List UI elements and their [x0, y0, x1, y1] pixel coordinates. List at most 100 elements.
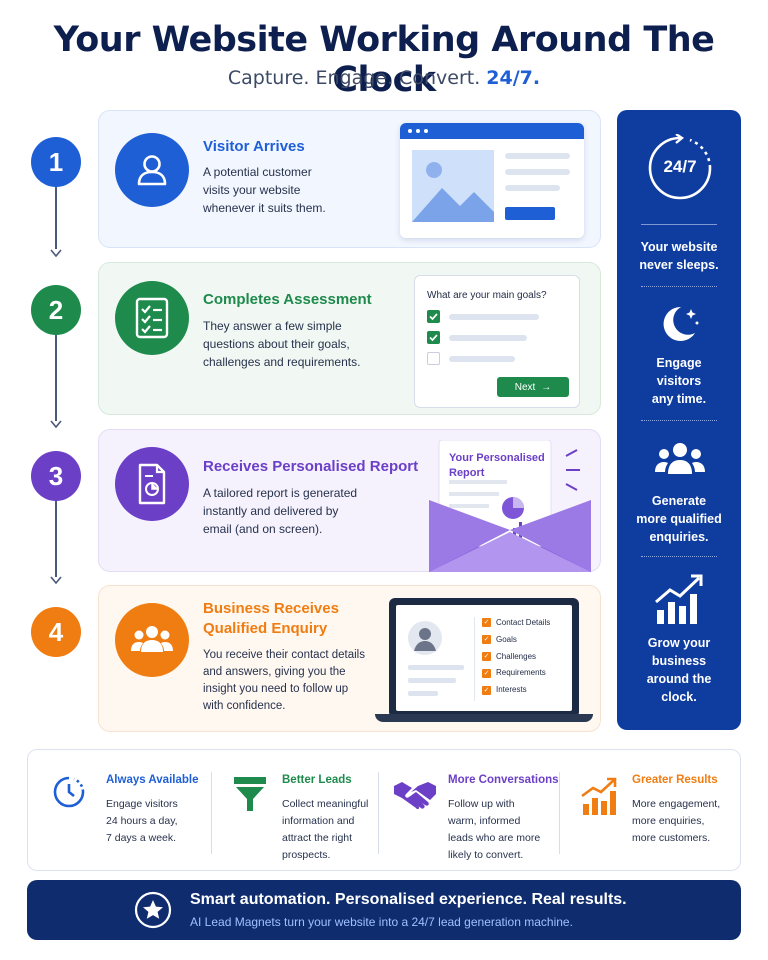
step-title: Receives Personalised Report [203, 458, 419, 475]
benefit-desc-line: Follow up with [448, 798, 515, 810]
step-title: Business Receives Qualified Enquiry [203, 599, 339, 639]
step-desc-line: You receive their contact details [203, 649, 365, 661]
sidebar-text: around the [646, 672, 712, 686]
step-desc-line: instantly and delivered by [203, 504, 339, 518]
benefit-desc-line: 7 days a week. [106, 832, 177, 844]
step-desc-line: They answer a few simple [203, 319, 342, 333]
check-icon: ✓ [482, 668, 491, 678]
checkbox-unchecked[interactable] [427, 352, 440, 365]
step-desc-line: visits your website [203, 183, 301, 197]
people-icon [655, 443, 705, 474]
moon-icon [663, 306, 699, 341]
checklist-icon [115, 281, 189, 355]
list-item: ✓Goals [482, 634, 517, 645]
benefit-title: Greater Results [632, 774, 718, 786]
step-title: Completes Assessment [203, 291, 372, 308]
step-desc-line: insight you need to follow up [203, 683, 349, 695]
image-placeholder-icon [412, 150, 494, 222]
page-subtitle: Capture. Engage. Convert. 24/7. [0, 67, 768, 89]
list-item: ✓Interests [482, 685, 527, 695]
next-button-label: Next [514, 381, 536, 393]
subtitle-plain: Capture. Engage. Convert. [227, 67, 481, 89]
benefit-title: Better Leads [282, 774, 352, 786]
form-question: What are your main goals? [427, 290, 547, 301]
footer-subtext: AI Lead Magnets turn your website into a… [190, 915, 573, 929]
connector-line-1 [55, 187, 57, 249]
divider [559, 772, 560, 854]
connector-arrow-3 [50, 576, 62, 584]
divider [641, 556, 717, 557]
enquiry-details-list: ✓Contact Details ✓Goals ✓Challenges ✓Req… [482, 615, 550, 699]
benefit-desc-line: information and [282, 815, 355, 827]
laptop-base [375, 714, 593, 722]
report-icon [115, 447, 189, 521]
step-title-line: Business Receives [203, 600, 339, 617]
divider [211, 772, 212, 854]
avatar-icon [408, 621, 442, 655]
sidebar-text: visitors [656, 374, 702, 388]
benefit-desc-line: Engage visitors [106, 798, 178, 810]
benefit-desc-line: warm, informed [448, 815, 521, 827]
benefit-desc-line: more enquiries, [632, 815, 705, 827]
step-title: Visitor Arrives [203, 138, 305, 155]
step-desc-line: email (and on screen). [203, 522, 323, 536]
step-desc-line: with confidence. [203, 700, 286, 712]
step-desc-line: challenges and requirements. [203, 355, 361, 369]
envelope-report-illustration [429, 440, 591, 572]
benefit-desc-line: more customers. [632, 832, 711, 844]
benefits-strip: Always Available Engage visitors 24 hour… [27, 749, 741, 871]
benefit-desc-line: leads who are more [448, 832, 541, 844]
subtitle-accent: 24/7. [486, 67, 541, 89]
sidebar-text: Grow your [647, 636, 711, 650]
divider [641, 286, 717, 287]
benefit-title: Always Available [106, 774, 199, 786]
divider [378, 772, 379, 854]
footer-headline: Smart automation. Personalised experienc… [190, 891, 627, 908]
page-title: Your Website Working Around The Clock [53, 20, 715, 100]
check-icon: ✓ [482, 635, 491, 645]
step-title-line: Qualified Enquiry [203, 620, 328, 637]
sidebar-text: Your website [640, 240, 718, 254]
browser-window-illustration [400, 123, 584, 238]
benefit-desc-line: attract the right [282, 832, 353, 844]
sidebar-text: Generate [651, 494, 707, 508]
check-icon: ✓ [482, 685, 491, 695]
sidebar-panel: 24/7 Your website never sleeps. Engage v… [617, 110, 741, 730]
laptop-illustration: ✓Contact Details ✓Goals ✓Challenges ✓Req… [389, 598, 579, 718]
assessment-form-illustration: What are your main goals? Next → [414, 275, 580, 408]
checkbox-checked[interactable] [427, 331, 440, 344]
star-icon [134, 891, 172, 929]
team-icon [115, 603, 189, 677]
checkbox-checked[interactable] [427, 310, 440, 323]
sidebar-text: never sleeps. [639, 258, 719, 272]
next-button[interactable]: Next → [497, 377, 569, 397]
benefit-desc-line: 24 hours a day, [106, 815, 178, 827]
connector-arrow-2 [50, 420, 62, 428]
connector-line-2 [55, 335, 57, 421]
sidebar-text: clock. [661, 690, 697, 704]
step-card-business-enquiry: Business Receives Qualified Enquiry You … [98, 585, 601, 732]
step-desc-line: and answers, giving you the [203, 666, 346, 678]
connector-line-3 [55, 501, 57, 577]
bar-chart-icon [581, 777, 617, 815]
step-card-completes-assessment: Completes Assessment They answer a few s… [98, 262, 601, 415]
clock-label: 24/7 [663, 157, 697, 176]
user-icon [115, 133, 189, 207]
list-item: ✓Requirements [482, 668, 546, 678]
funnel-icon [234, 777, 266, 811]
check-icon: ✓ [482, 651, 491, 661]
divider [641, 420, 717, 421]
divider [641, 224, 717, 225]
benefit-desc-line: likely to convert. [448, 849, 524, 861]
benefit-title: More Conversations [448, 774, 559, 786]
footer-banner: Smart automation. Personalised experienc… [27, 880, 741, 940]
step-number-1: 1 [31, 137, 81, 187]
report-heading-line: Your Personalised [449, 452, 545, 464]
sidebar-text: any time. [651, 392, 707, 406]
benefit-desc-line: prospects. [282, 849, 331, 861]
step-number-4: 4 [31, 607, 81, 657]
step-desc-line: A tailored report is generated [203, 486, 358, 500]
step-card-visitor-arrives: Visitor Arrives A potential customer vis… [98, 110, 601, 248]
report-heading: Your Personalised Report [449, 451, 545, 481]
step-card-receives-report: Receives Personalised Report A tailored … [98, 429, 601, 572]
